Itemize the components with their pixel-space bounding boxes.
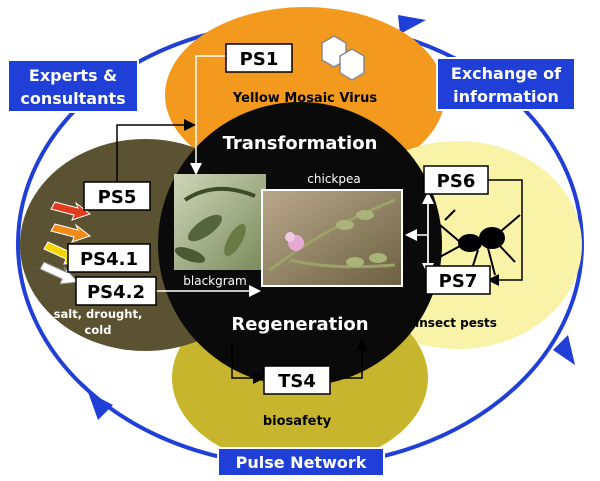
ps6-label: PS6 [437, 171, 476, 192]
ps6-box: PS6 [423, 165, 489, 195]
stress-line1: salt, drought, [54, 307, 143, 321]
ps7-label: PS7 [439, 271, 478, 292]
exchange-box: Exchange of information [436, 57, 576, 111]
regeneration-label: Regeneration [231, 314, 368, 335]
ring-arrow-left-icon [88, 392, 113, 420]
blackgram-label: blackgram [183, 274, 246, 288]
transformation-label: Transformation [223, 133, 378, 154]
chickpea-photo [261, 189, 403, 287]
experts-line2: consultants [20, 89, 125, 108]
insect-icon [437, 209, 521, 276]
experts-line1: Experts & [29, 66, 117, 85]
exchange-line2: information [453, 87, 559, 106]
ps1-box: PS1 [225, 43, 293, 73]
stress-line2: cold [85, 323, 112, 337]
insect-pests-label: insect pests [415, 316, 497, 330]
chickpea-label: chickpea [307, 172, 360, 186]
experts-box: Experts & consultants [7, 59, 139, 113]
blackgram-photo [174, 174, 266, 270]
connectors [116, 55, 523, 384]
hexagon-icon [321, 35, 365, 81]
ps41-label: PS4.1 [80, 249, 138, 270]
ring-arrow-top-icon [398, 15, 426, 34]
ps7-box: PS7 [425, 265, 491, 295]
ps5-label: PS5 [98, 187, 137, 208]
ring-arrow-right-icon [553, 335, 575, 365]
exchange-line1: Exchange of [451, 64, 562, 83]
ps42-label: PS4.2 [87, 282, 145, 303]
ps1-label: PS1 [240, 49, 279, 70]
biosafety-label: biosafety [263, 414, 332, 429]
ts4-label: TS4 [278, 371, 316, 392]
pulse-network-box: Pulse Network [217, 447, 385, 477]
ps42-box: PS4.2 [75, 276, 157, 306]
yellow-mosaic-label: Yellow Mosaic Virus [232, 91, 377, 106]
pulse-network-label: Pulse Network [236, 453, 367, 472]
ts4-box: TS4 [263, 365, 331, 395]
ps41-box: PS4.1 [67, 243, 151, 273]
ps5-box: PS5 [83, 181, 151, 211]
